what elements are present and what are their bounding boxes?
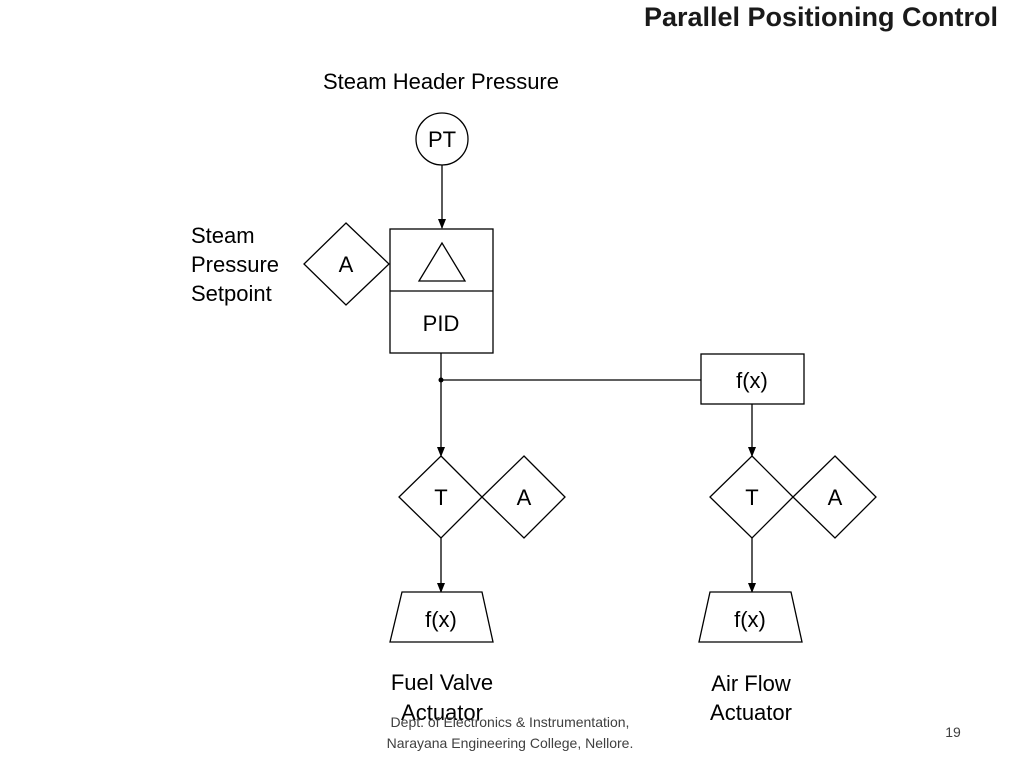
fuel-auto-station: A (481, 455, 566, 539)
slide-footer: Dept. of Electronics & Instrumentation, … (360, 712, 660, 754)
setpoint-label-line2: Pressure (191, 252, 279, 277)
footer-line-1: Dept. of Electronics & Instrumentation, (390, 714, 630, 730)
air-characterizer: f(x) (700, 353, 805, 405)
pressure-transmitter: PT (415, 112, 469, 166)
air-auto-diamond (792, 455, 877, 539)
fuel-transfer-station: T (398, 455, 483, 539)
air-flow-actuator: f(x) (698, 591, 803, 643)
air-actuator-function: f(x) (734, 607, 766, 632)
fuel-actuator-label-line2: Actuator (401, 700, 483, 725)
setpoint-label-line1: Steam (191, 223, 255, 248)
air-actuator-label-line1: Air Flow (711, 671, 791, 696)
page-number: 19 (945, 724, 961, 740)
delta-icon (417, 241, 467, 282)
fuel-actuator-function: f(x) (425, 607, 457, 632)
air-transfer-station: T (709, 455, 794, 539)
footer-line-2: Narayana Engineering College, Nellore. (386, 735, 634, 751)
pid-controller: PID (389, 228, 494, 354)
characterizer-box (700, 353, 805, 405)
air-transfer-tag: T (745, 485, 758, 510)
setpoint-label-line3: Setpoint (191, 281, 272, 306)
setpoint-diamond (303, 222, 390, 306)
air-actuator-trapezoid (698, 591, 803, 643)
measurement-label: Steam Header Pressure (323, 69, 559, 94)
fuel-actuator-trapezoid (389, 591, 494, 643)
air-auto-station: A (792, 455, 877, 539)
slide-title: Parallel Positioning Control (643, 2, 998, 32)
fuel-actuator-label-line1: Fuel Valve (391, 670, 493, 695)
air-actuator-label-line2: Actuator (710, 700, 792, 725)
fuel-auto-diamond (481, 455, 566, 539)
transmitter-tag: PT (428, 127, 456, 152)
fuel-auto-tag: A (517, 485, 532, 510)
air-auto-tag: A (828, 485, 843, 510)
setpoint-station: A (303, 222, 390, 306)
controller-function: PID (423, 311, 460, 336)
fuel-valve-actuator: f(x) (389, 591, 494, 643)
fuel-transfer-tag: T (434, 485, 447, 510)
setpoint-station-tag: A (339, 252, 354, 277)
characterizer-function: f(x) (736, 368, 768, 393)
